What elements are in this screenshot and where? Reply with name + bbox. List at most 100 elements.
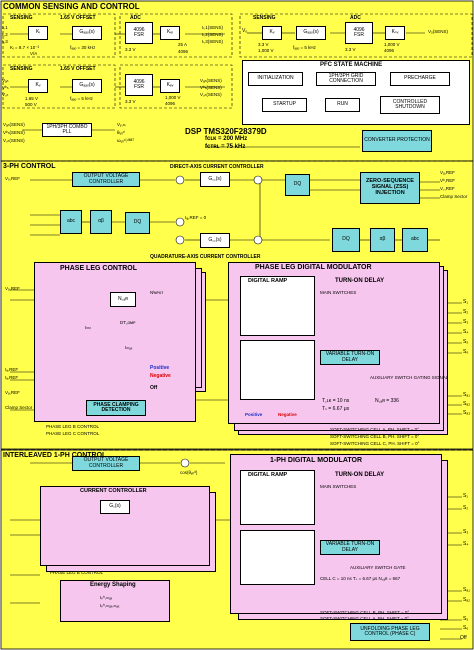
out-sa2: Sₐ₂ <box>463 401 471 407</box>
oneph-cellsum: CELL C = 10 ns Tₛ = 6.67 μs N꜀ₐʀ = 667 <box>320 576 401 581</box>
adc1-v: 3.3 V <box>125 47 136 52</box>
imax-label: Iₘₐₓ <box>125 345 133 350</box>
dsp-name: DSP TMS320F28379D <box>185 127 267 136</box>
state-startup: STARTUP <box>262 98 307 112</box>
oneph-cellA: SOFT-SWITCHING CELL A, PH. SHIFT = 0° <box>320 616 409 621</box>
cell-b-label: SOFT-SWITCHING CELL B, PH. SHIFT = 0° <box>330 434 420 439</box>
kv-block: Kᵥ <box>28 79 48 93</box>
pll-out-theta: θᵧᵣᵢᵈ <box>117 130 125 135</box>
adc3-fsr: FSR <box>354 32 364 38</box>
pl-off: Off <box>150 385 158 391</box>
kev-val: 1,000 V <box>165 95 181 100</box>
offset1-label: 1.65 V OFFSET <box>60 15 96 21</box>
oneph-legb-label: PHASE LEG B CONTROL <box>50 570 104 575</box>
threeph-title: 3-PH CONTROL <box>3 163 56 170</box>
kv-val: 1.65 V <box>25 96 39 101</box>
adc1-bits: 4096 <box>133 26 145 33</box>
cell-a-label: SOFT-SWITCHING CELL A, PH. SHIFT = 0° <box>330 427 419 432</box>
iphmax2-label: Iₚʰ,ₘₐₓ,ₘₐₓ <box>100 603 120 608</box>
sensing2-label: SENSING <box>10 66 33 72</box>
oneph-title: INTERLEAVED 1-PH CONTROL <box>3 452 107 459</box>
mod-positive: Positive <box>245 412 263 417</box>
kvo-block: Kᵥ <box>262 26 282 40</box>
abc-block: abc <box>60 210 82 234</box>
pfc-state-machine <box>242 60 470 125</box>
kvo-den: 1,000 V <box>258 48 274 53</box>
ksv-val: 1,000 V <box>384 42 400 47</box>
kv-den: 500 V <box>25 102 37 107</box>
ninput-label: Nᴵɴᴘᴜᴛ <box>150 290 164 295</box>
oneph-out-s5: S₅ <box>463 616 469 622</box>
mainsw-label: MAIN SWITCHES <box>320 290 357 295</box>
input-vcn: V꜀ₙ <box>2 92 9 97</box>
offset2-label: 1.65 V OFFSET <box>60 66 96 72</box>
out-s2: S₂ <box>463 309 469 315</box>
oneph-turnon-title: TURN-ON DELAY <box>335 472 385 478</box>
gcc-d-block: G꜀꜀(s) <box>200 172 230 187</box>
pfc-title: PFC STATE MACHINE <box>320 62 383 68</box>
gaaf2-block: Gₐₐₒ(s) <box>72 79 102 93</box>
iphmax-label: Iₚʰ,ₘₐₓ <box>100 595 113 600</box>
digital-ramp-box-2 <box>240 340 315 400</box>
oneph-ramp-box-2 <box>240 530 315 585</box>
qaxis-title: QUADRATURE-AXIS CURRENT CONTROLLER <box>150 254 261 260</box>
pl-in-ia: Iₐ,REF <box>5 367 19 372</box>
kei-val: 25 A <box>178 42 188 47</box>
adc2-block: 4096 FSR <box>125 74 153 96</box>
input-il2: Iₗ,2 <box>2 32 8 37</box>
state-precharge: PRECHARGE <box>390 72 450 86</box>
out-il3: Iₗ,3(SENS) <box>202 39 224 44</box>
vo-input: Vₒ <box>242 28 248 34</box>
phase-leg-a-panel <box>34 262 196 422</box>
adc3-v: 3.3 V <box>345 47 356 52</box>
state-grid-connection: 1PH/3PH GRID CONNECTION <box>316 72 376 86</box>
aux-gate-label: AUXILIARY SWITCH GATING SIGNAL <box>370 375 449 380</box>
ncar-value: N꜀ₐʀ = 336 <box>375 398 399 404</box>
oneph-ramp-title: DIGITAL RAMP <box>248 472 288 478</box>
sensing3-label: SENSING <box>253 15 276 21</box>
digital-ramp-box <box>240 276 315 336</box>
dq-inverse-block: DQ <box>285 174 310 196</box>
out-s5: S₅ <box>463 339 469 345</box>
out-van: Vₐₙ(SENS) <box>200 78 222 83</box>
kei-den: 4096 <box>178 49 189 54</box>
vo-controller-3ph: OUTPUT VOLTAGE CONTROLLER <box>72 172 140 187</box>
gc-block: G꜀(s) <box>100 500 130 514</box>
pll-in-van: Vₐₙ(SENS) <box>3 122 25 127</box>
oneph-out-s6: S₆ <box>463 625 469 631</box>
oneph-ramp-box <box>240 470 315 525</box>
ksv-den: 4096 <box>384 48 395 53</box>
dsp-fctrl: fᴄᴛʀʟ = 75 kHz <box>205 144 246 150</box>
adc2-v: 3.3 V <box>125 99 136 104</box>
clamp-sector-out: Clamp Sector <box>440 194 468 199</box>
leg-b-label: PHASE LEG B CONTROL <box>46 424 100 429</box>
gaaf1-block: Gₐₐₒ(s) <box>72 26 102 40</box>
input-van: Vₐₙ <box>2 78 9 83</box>
faaf1-label: fₐₐₒ = 30 kHz <box>70 45 96 50</box>
oneph-out-sa1: Sₐ₁ <box>463 587 470 593</box>
dtcomp-label: DT꜀ᴏᴍᴘ <box>120 320 136 325</box>
pll-block: 1PH/3PH COMBO PLL <box>42 123 92 137</box>
cos-label: cos(θᵧᵣᵢᵈ) <box>180 470 198 475</box>
cell-c-label: SOFT-SWITCHING CELL C, PH. SHIFT = 0° <box>330 441 420 446</box>
mod-negative: Negative <box>278 412 297 417</box>
out-il1: Iₗ,1(SENS) <box>202 25 224 30</box>
input-vbn: Vᵇₙ <box>2 85 9 90</box>
kei-block: Kₑᵢ <box>160 26 180 40</box>
adc2-bits: 4096 <box>133 78 145 85</box>
adc1-block: 4096 FSR <box>125 22 153 44</box>
tclk-value: T꜀ʟᴋ = 10 ns <box>322 398 350 404</box>
faaf3-label: fₐₐₒ = 5 kHz <box>293 45 316 50</box>
adc3-bits: 4096 <box>353 26 365 33</box>
current-controller-title: CURRENT CONTROLLER <box>80 488 147 494</box>
dq-ab-block: DQ <box>332 228 360 252</box>
input-il1: Iₗ,1 <box>2 25 8 30</box>
out-vcn: V꜀ₙ(SENS) <box>200 92 222 97</box>
vo-controller-1ph: OUTPUT VOLTAGE CONTROLLER <box>72 456 140 471</box>
zss-injection: ZERO-SEQUENCE SIGNAL (ZSS) INJECTION <box>360 172 420 204</box>
pl-positive: Positive <box>150 365 170 371</box>
energy-title: Energy Shaping <box>90 582 136 588</box>
phase-clamping-detection: PHASE CLAMPING DETECTION <box>86 400 146 416</box>
oneph-aux-gate: AUXILIARY SWITCH GATE <box>350 565 406 570</box>
pl-in-ia2: Iₐ,REF <box>5 375 19 380</box>
